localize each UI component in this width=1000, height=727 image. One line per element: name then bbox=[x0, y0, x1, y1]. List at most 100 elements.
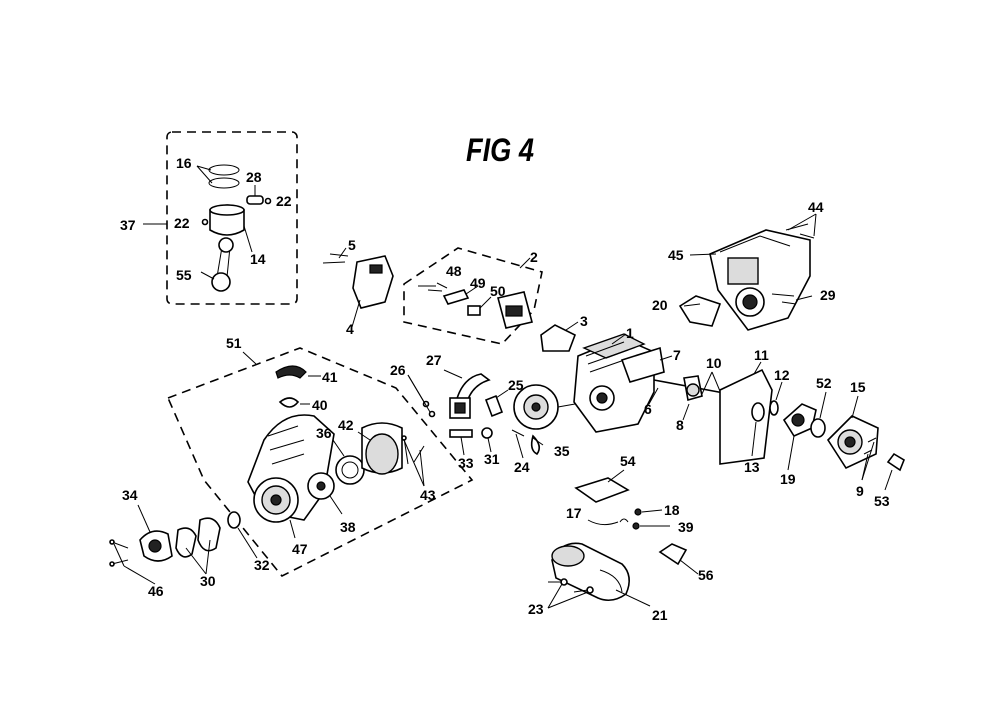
callout-15: 15 bbox=[850, 379, 866, 395]
callout-11: 11 bbox=[754, 347, 769, 363]
callout-23: 23 bbox=[528, 601, 544, 617]
muffler-kit-group bbox=[403, 247, 543, 345]
callout-22-right: 22 bbox=[276, 193, 292, 209]
callout-49: 49 bbox=[470, 275, 486, 291]
callout-51: 51 bbox=[226, 335, 242, 351]
piston-ring-upper bbox=[208, 164, 240, 176]
washer-52 bbox=[810, 418, 826, 438]
callout-52: 52 bbox=[816, 375, 832, 391]
piston-kit-group bbox=[143, 131, 298, 305]
callout-labels: 1 2 3 4 5 6 7 8 9 10 11 12 13 14 15 16 1… bbox=[120, 155, 890, 623]
fan-housing bbox=[709, 229, 811, 331]
callout-3: 3 bbox=[580, 313, 588, 329]
grommet-39 bbox=[632, 522, 640, 530]
heat-shield bbox=[719, 368, 773, 465]
callout-30: 30 bbox=[200, 573, 216, 589]
callout-39: 39 bbox=[678, 519, 694, 535]
callout-40: 40 bbox=[312, 397, 328, 413]
callout-14: 14 bbox=[250, 251, 266, 267]
callout-42: 42 bbox=[338, 417, 354, 433]
washer-32 bbox=[227, 511, 241, 529]
callout-34: 34 bbox=[122, 487, 138, 503]
bearing-13 bbox=[751, 402, 765, 422]
callout-46: 46 bbox=[148, 583, 164, 599]
callout-53: 53 bbox=[874, 493, 890, 509]
callout-31: 31 bbox=[484, 451, 500, 467]
ignition-cover-group bbox=[322, 247, 394, 328]
circlip-right bbox=[264, 197, 272, 205]
muffler-gasket bbox=[442, 289, 470, 305]
callout-22-left: 22 bbox=[174, 215, 190, 231]
callout-10: 10 bbox=[706, 355, 722, 371]
fuel-line bbox=[587, 519, 619, 526]
callout-4: 4 bbox=[346, 321, 354, 337]
callout-41: 41 bbox=[322, 369, 338, 385]
flywheel-key bbox=[484, 394, 504, 418]
callout-43: 43 bbox=[420, 487, 436, 503]
callout-18: 18 bbox=[664, 502, 680, 518]
clutch-group bbox=[109, 504, 221, 585]
clutch-shoe-left bbox=[175, 527, 197, 558]
washer-12 bbox=[769, 400, 779, 416]
muffler-screen bbox=[467, 305, 481, 316]
piston-kit-dashed-box bbox=[166, 131, 298, 305]
callout-2: 2 bbox=[530, 249, 538, 265]
clutch-shoe-right bbox=[197, 517, 221, 552]
crankshaft-group bbox=[648, 371, 741, 421]
muffler-kit-dashed-box bbox=[403, 247, 543, 345]
callout-20: 20 bbox=[652, 297, 668, 313]
grommet-18 bbox=[634, 508, 642, 516]
callout-12: 12 bbox=[774, 367, 790, 383]
starter-handle bbox=[275, 365, 307, 379]
spark-plug-boot bbox=[886, 452, 905, 472]
starter-shaft bbox=[449, 429, 473, 438]
callout-55: 55 bbox=[176, 267, 192, 283]
connecting-rod-small-end bbox=[218, 237, 234, 253]
recoil-spring bbox=[335, 455, 365, 485]
ignition-cover bbox=[352, 255, 394, 309]
flywheel-group bbox=[407, 369, 576, 459]
air-filter-element bbox=[574, 477, 630, 503]
callout-44: 44 bbox=[808, 199, 824, 215]
engine-block-group bbox=[573, 333, 655, 433]
callout-8: 8 bbox=[676, 417, 684, 433]
callout-19: 19 bbox=[780, 471, 796, 487]
callout-17: 17 bbox=[566, 505, 582, 521]
callout-33: 33 bbox=[458, 455, 474, 471]
callout-36: 36 bbox=[316, 425, 332, 441]
piston-ring-lower bbox=[208, 177, 240, 189]
intake-gasket bbox=[620, 346, 665, 383]
callout-16: 16 bbox=[176, 155, 192, 171]
callout-21: 21 bbox=[652, 607, 668, 623]
callout-6: 6 bbox=[644, 401, 652, 417]
callout-25: 25 bbox=[508, 377, 524, 393]
callout-5: 5 bbox=[348, 237, 356, 253]
clutch-housing-group bbox=[751, 381, 905, 491]
callout-48: 48 bbox=[446, 263, 462, 279]
callout-32: 32 bbox=[254, 557, 270, 573]
callout-26: 26 bbox=[390, 362, 406, 378]
washer-31 bbox=[481, 427, 493, 439]
starter-group bbox=[166, 347, 474, 578]
callout-47: 47 bbox=[292, 541, 308, 557]
flywheel-nut bbox=[530, 434, 541, 456]
piston-pin bbox=[246, 195, 264, 205]
callout-1: 1 bbox=[626, 325, 634, 341]
callout-9: 9 bbox=[856, 483, 864, 499]
intake-bracket bbox=[658, 543, 688, 566]
callout-13: 13 bbox=[744, 459, 760, 475]
starter-dashed-box bbox=[166, 347, 474, 578]
callout-28: 28 bbox=[246, 169, 262, 185]
callout-35: 35 bbox=[554, 443, 570, 459]
callout-7: 7 bbox=[673, 347, 681, 363]
callout-50: 50 bbox=[490, 283, 506, 299]
figure-title: FIG 4 bbox=[466, 132, 535, 168]
connecting-rod-big-end bbox=[211, 272, 231, 292]
muffler-bracket bbox=[540, 324, 577, 352]
rope-guide bbox=[278, 397, 300, 408]
air-intake-group bbox=[547, 469, 699, 609]
fan-housing-group bbox=[678, 213, 817, 331]
callout-56: 56 bbox=[698, 567, 714, 583]
